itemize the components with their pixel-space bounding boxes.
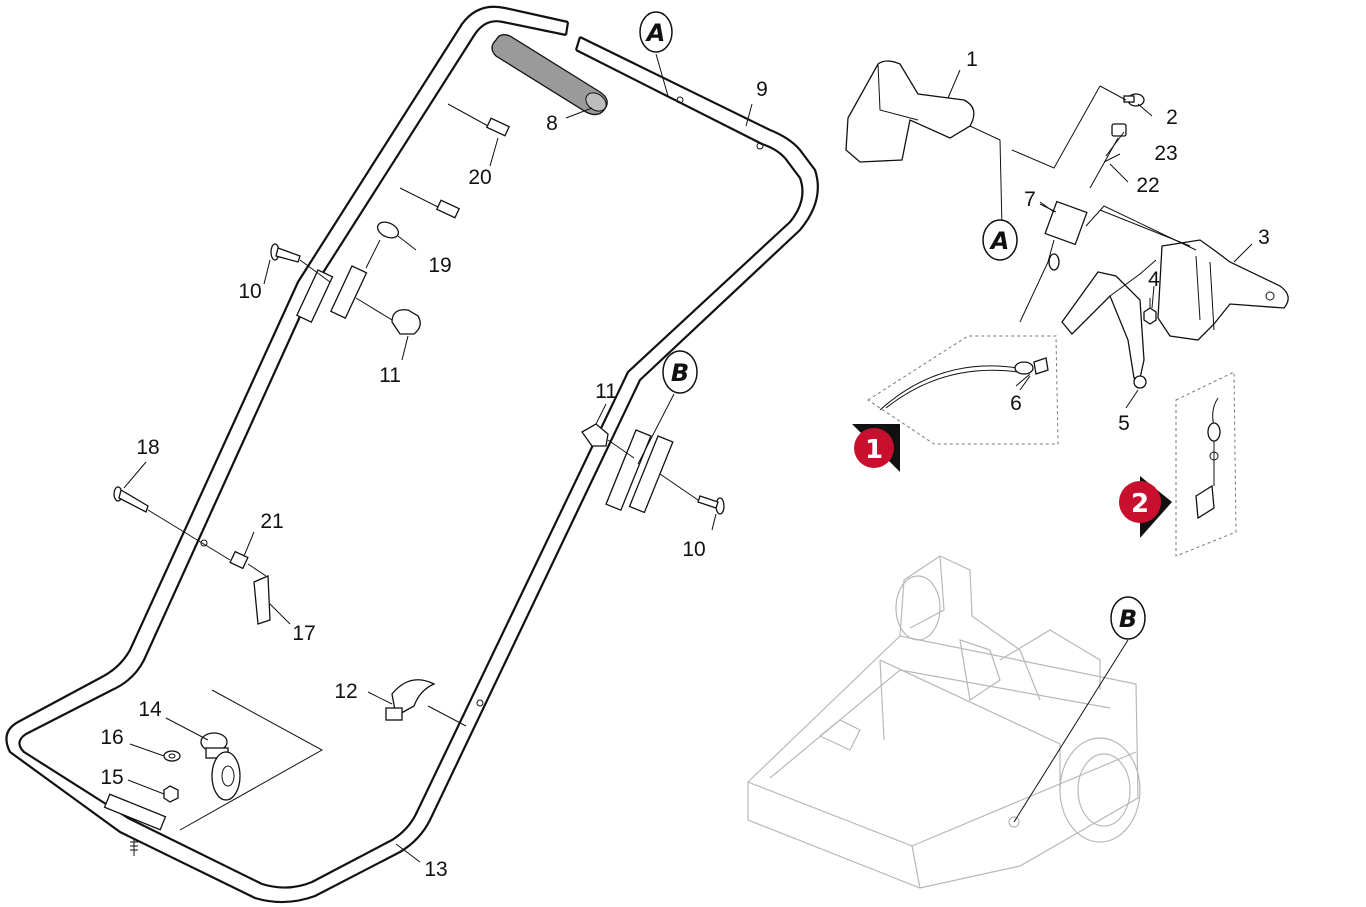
part-label-10-left: 10	[238, 280, 261, 303]
callout-a-top-label: A	[645, 19, 666, 47]
part-label-23: 23	[1154, 142, 1177, 165]
hardware-parts	[113, 103, 725, 856]
badge-2-label: 2	[1131, 489, 1149, 519]
part-label-3: 3	[1258, 226, 1270, 249]
detail-badge-1: 1	[852, 424, 900, 472]
part-label-2: 2	[1166, 106, 1178, 129]
part-label-20: 20	[468, 166, 491, 189]
part-label-19: 19	[428, 254, 451, 277]
part-label-21: 21	[260, 510, 283, 533]
callout-a-right: A	[982, 219, 1018, 261]
part-label-10-right: 10	[682, 538, 705, 561]
part-label-22: 22	[1136, 174, 1159, 197]
part-label-16: 16	[100, 726, 123, 749]
callout-b-handle: B	[662, 350, 698, 394]
handle-frame	[5, 5, 819, 904]
part-label-17: 17	[292, 622, 315, 645]
part-label-4: 4	[1148, 268, 1160, 291]
part-label-11-left: 11	[379, 364, 401, 387]
control-assembly	[845, 60, 1289, 557]
part-label-7: 7	[1024, 188, 1036, 211]
leader-lines	[123, 53, 1253, 863]
part-label-5: 5	[1118, 412, 1130, 435]
part-label-6: 6	[1010, 392, 1022, 415]
badge-1-label: 1	[865, 435, 883, 465]
part-label-9: 9	[756, 78, 768, 101]
part-label-18: 18	[136, 436, 159, 459]
part-label-8: 8	[546, 112, 558, 135]
part-label-13: 13	[424, 858, 447, 881]
part-label-15: 15	[100, 766, 123, 789]
part-labels: 1 2 3 4 5 6 7 8 9 10 10 11 11 12 13 14 1…	[100, 48, 1270, 881]
mower-deck-ghost	[747, 555, 1141, 889]
callout-b-deck-label: B	[1119, 605, 1137, 633]
detail-badge-2: 2	[1119, 476, 1172, 538]
callout-b-deck: B	[1110, 596, 1146, 640]
grip-part	[491, 34, 608, 116]
callout-a-right-label: A	[989, 227, 1010, 255]
part-label-14: 14	[138, 698, 162, 721]
part-label-1: 1	[966, 48, 978, 71]
callout-b-handle-label: B	[671, 359, 689, 387]
callout-a-top: A	[639, 11, 673, 53]
part-label-12: 12	[334, 680, 357, 703]
part-label-11-right: 11	[595, 380, 617, 403]
